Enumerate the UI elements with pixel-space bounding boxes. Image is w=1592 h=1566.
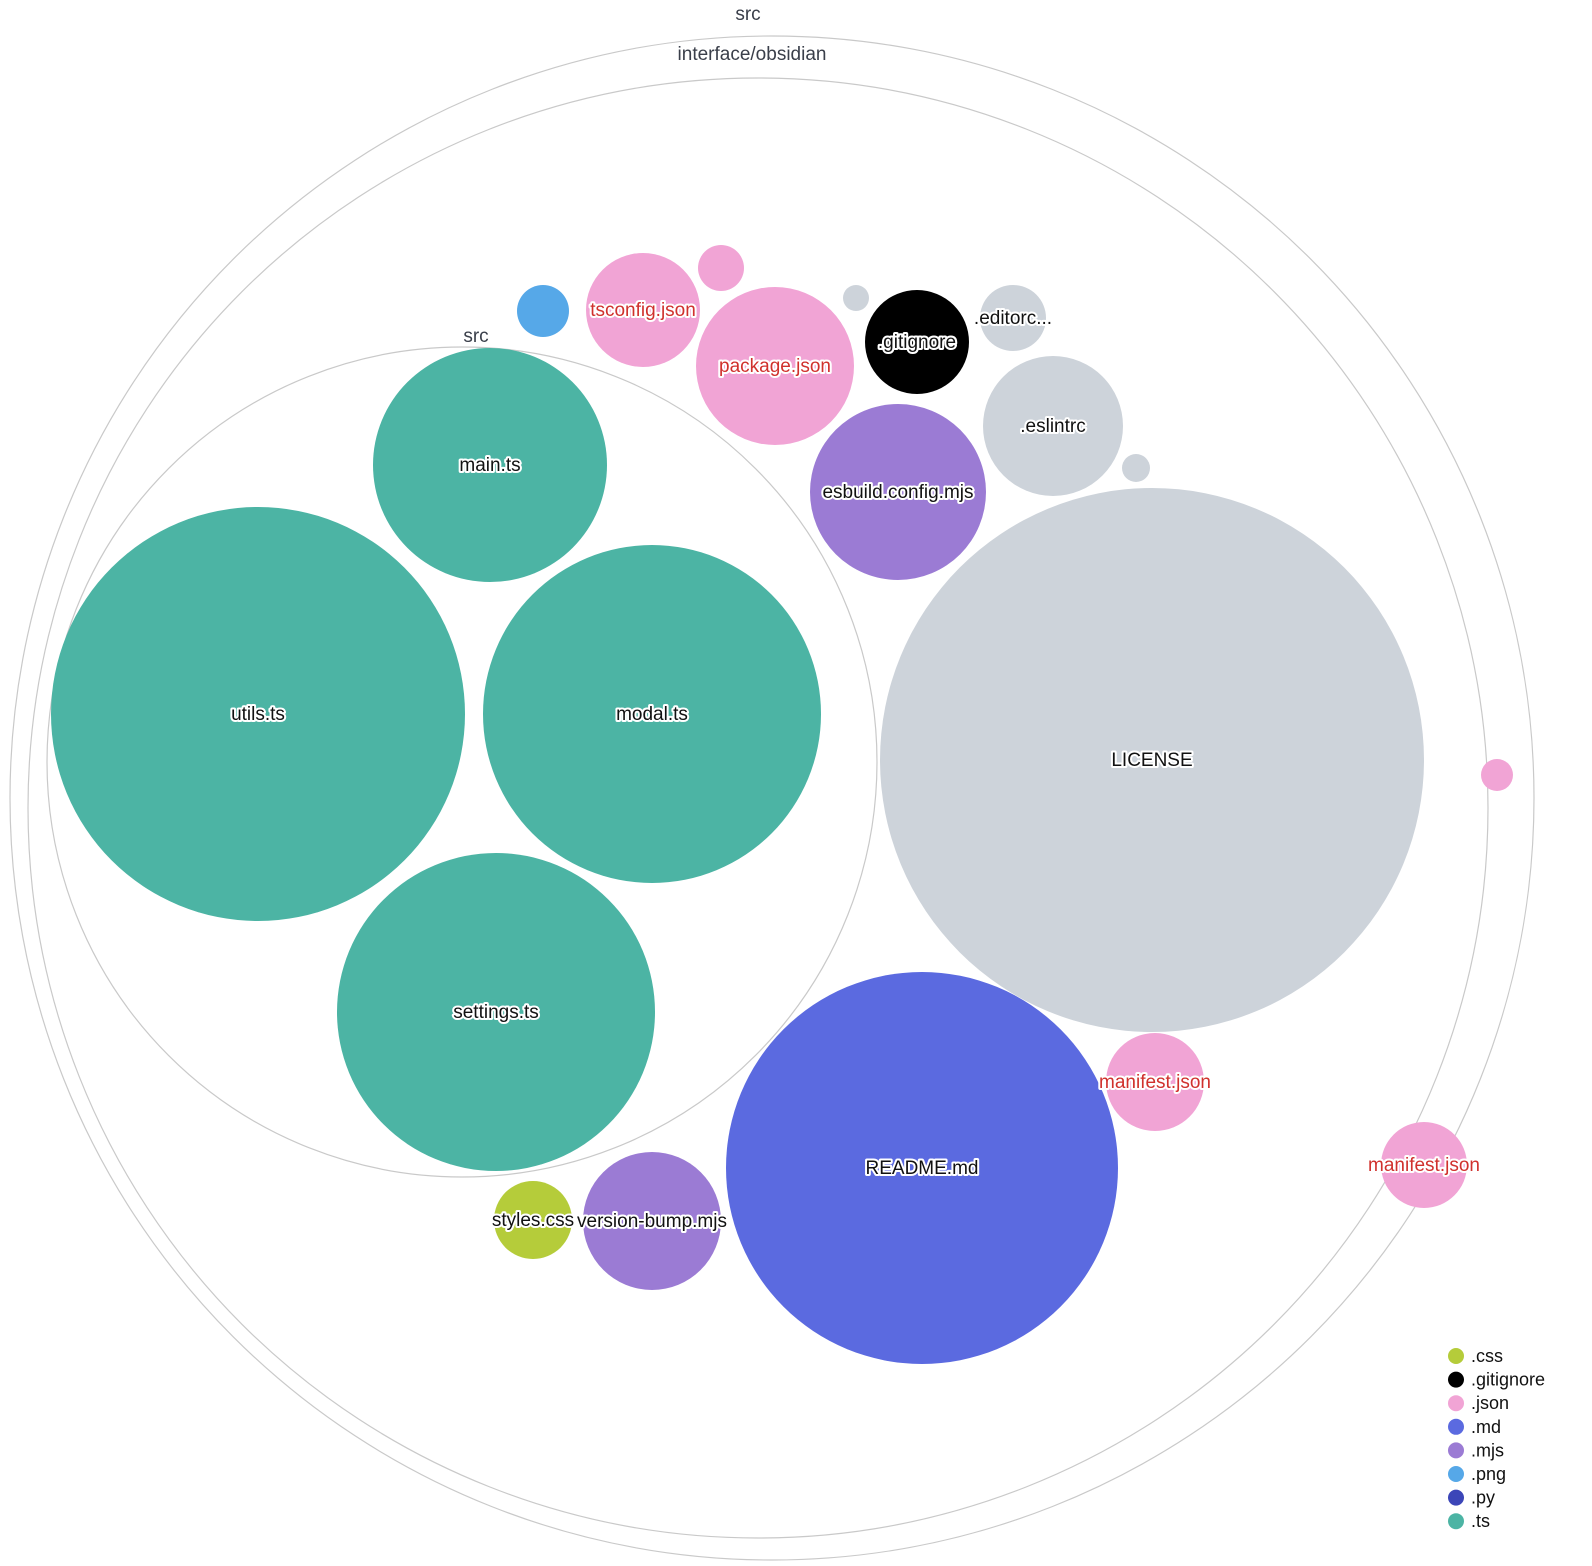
group-label-src-outer: src: [735, 4, 760, 25]
file-bubble-package.json: [696, 287, 854, 445]
file-bubble-json-small-right: [1481, 759, 1513, 791]
file-label-LICENSE: LICENSE: [1111, 750, 1192, 771]
legend-label-ts: .ts: [1471, 1511, 1490, 1531]
file-label-esbuild.config.mjs: esbuild.config.mjs: [822, 482, 973, 503]
file-label-package.json: package.json: [719, 356, 831, 377]
file-bubble-modal.ts: [483, 545, 821, 883]
file-label-settings.ts: settings.ts: [453, 1002, 539, 1023]
file-bubble-gray-small-1: [843, 285, 869, 311]
group-circle-interface-obsidian: [27, 77, 1489, 1539]
legend-label-css: .css: [1471, 1346, 1503, 1366]
file-label-modal.ts: modal.ts: [616, 704, 688, 725]
legend-dot-gitignore: [1448, 1371, 1464, 1388]
legend-dot-md: [1448, 1418, 1464, 1435]
legend-dot-css: [1448, 1348, 1464, 1364]
legend-dot-ts: [1448, 1513, 1464, 1530]
file-bubble-esbuild.config.mjs: [810, 404, 986, 580]
legend-label-png: .png: [1471, 1464, 1506, 1484]
file-bubble-gitignore-file: [865, 290, 969, 394]
file-bubble-manifest.json-outer: [1381, 1122, 1467, 1208]
file-bubble-png-file: [517, 285, 569, 337]
group-labels: src interface/obsidian src: [461, 2, 828, 349]
legend-label-md: .md: [1471, 1417, 1501, 1437]
file-bubble-manifest.json-inner: [1106, 1033, 1204, 1131]
file-label-utils.ts: utils.ts: [231, 704, 285, 725]
file-label-tsconfig.json: tsconfig.json: [590, 300, 696, 321]
file-bubble-tsconfig.json: [586, 253, 700, 367]
file-bubble-editorconfig-file: [980, 285, 1046, 351]
group-circles: [9, 35, 1535, 1561]
file-bubble-eslintrc-file: [983, 356, 1123, 496]
file-label-eslintrc-file: .eslintrc: [1020, 416, 1085, 437]
legend-label-json: .json: [1471, 1393, 1509, 1413]
legend-dot-mjs: [1448, 1442, 1464, 1459]
legend-dot-png: [1448, 1466, 1464, 1482]
legend-dot-py: [1448, 1489, 1464, 1506]
legend-label-py: .py: [1471, 1488, 1495, 1508]
file-bubble-styles.css: [494, 1181, 572, 1259]
file-label-manifest.json-inner: manifest.json: [1099, 1072, 1211, 1093]
group-label-interface-obsidian: interface/obsidian: [678, 44, 827, 65]
file-bubble-README.md: [726, 972, 1118, 1364]
file-label-version-bump.mjs: version-bump.mjs: [577, 1211, 727, 1232]
file-bubble-utils.ts: [51, 507, 465, 921]
legend-label-mjs: .mjs: [1471, 1440, 1504, 1460]
file-bubble-main.ts: [373, 348, 607, 582]
legend: .css .gitignore .json .md .mjs .png .py .ts: [1448, 1346, 1545, 1531]
file-label-manifest.json-outer: manifest.json: [1368, 1155, 1480, 1176]
file-bubbles: [51, 245, 1513, 1364]
file-labels: utils.ts modal.ts settings.ts main.ts tsconf…: [229, 298, 1482, 1234]
group-label-src-inner: src: [463, 326, 488, 347]
file-label-styles.css: styles.css: [492, 1210, 574, 1231]
group-circle-src-inner: [46, 346, 878, 1178]
file-bubble-version-bump.mjs: [583, 1152, 721, 1290]
file-bubble-gray-small-2: [1122, 454, 1150, 482]
file-bubble-json-small-top: [698, 245, 744, 291]
file-label-README.md: README.md: [866, 1158, 979, 1179]
file-bubble-settings.ts: [337, 853, 655, 1171]
legend-dot-json: [1448, 1395, 1464, 1412]
file-label-editorconfig-file: .editorc...: [974, 308, 1052, 329]
group-circle-src-outer: [9, 35, 1535, 1561]
file-bubble-LICENSE: [880, 488, 1424, 1032]
legend-label-gitignore: .gitignore: [1471, 1370, 1545, 1390]
file-label-gitignore-file: .gitignore: [878, 332, 956, 353]
file-label-main.ts: main.ts: [459, 455, 520, 476]
